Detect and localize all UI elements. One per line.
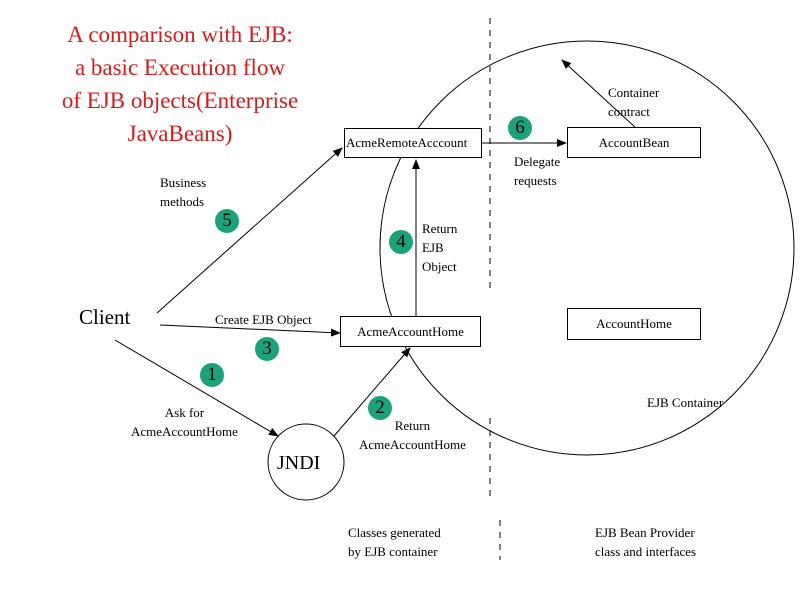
acme-remote-account-box: AcmeRemoteAcccount (344, 128, 482, 158)
diagram-title: A comparison with EJB: a basic Execution… (20, 18, 340, 150)
account-home-box: AccountHome (567, 308, 701, 340)
label-container-contract: Container contract (608, 85, 660, 119)
label-delegate-requests: Delegate requests (514, 154, 561, 188)
arrow-create-ejb-object (159, 324, 341, 337)
label-classes-generated: Classes generated by EJB container (348, 525, 441, 559)
title-line-1: A comparison with EJB: (67, 22, 293, 47)
label-ask-for-home: Ask for AcmeAccountHome (131, 405, 238, 439)
label-create-ejb-object: Create EJB Object (215, 312, 312, 327)
jndi-circle (267, 423, 345, 501)
account-bean-box: AccountBean (567, 127, 701, 158)
client-node: Client (79, 305, 131, 329)
step-6-badge: 6 (508, 116, 532, 140)
title-line-2: a basic Execution flow (74, 55, 286, 80)
ejb-container-circle (379, 40, 795, 456)
label-bean-provider: EJB Bean Provider class and interfaces (595, 525, 697, 559)
label-business-methods: Business methods (160, 175, 207, 209)
step-4-badge: 4 (389, 230, 413, 254)
step-2-badge: 2 (368, 396, 392, 420)
step-3-badge: 3 (255, 337, 279, 361)
label-return-ejb-object: Return EJB Object (422, 221, 458, 274)
arrow-ask-for-home (114, 339, 279, 437)
title-line-3: of EJB objects(Enterprise (61, 88, 299, 113)
step-5-badge: 5 (215, 209, 239, 233)
jndi-node: JNDI (277, 452, 321, 474)
title-line-4: JavaBeans) (127, 121, 233, 146)
step-1-badge: 1 (200, 363, 224, 387)
arrow-return-home (333, 347, 411, 437)
label-ejb-container: EJB Container (647, 395, 724, 410)
arrow-container-contract (561, 59, 637, 129)
arrow-business-methods (156, 147, 343, 314)
label-return-home: Return AcmeAccountHome (359, 418, 466, 452)
acme-account-home-box: AcmeAccountHome (340, 316, 481, 347)
